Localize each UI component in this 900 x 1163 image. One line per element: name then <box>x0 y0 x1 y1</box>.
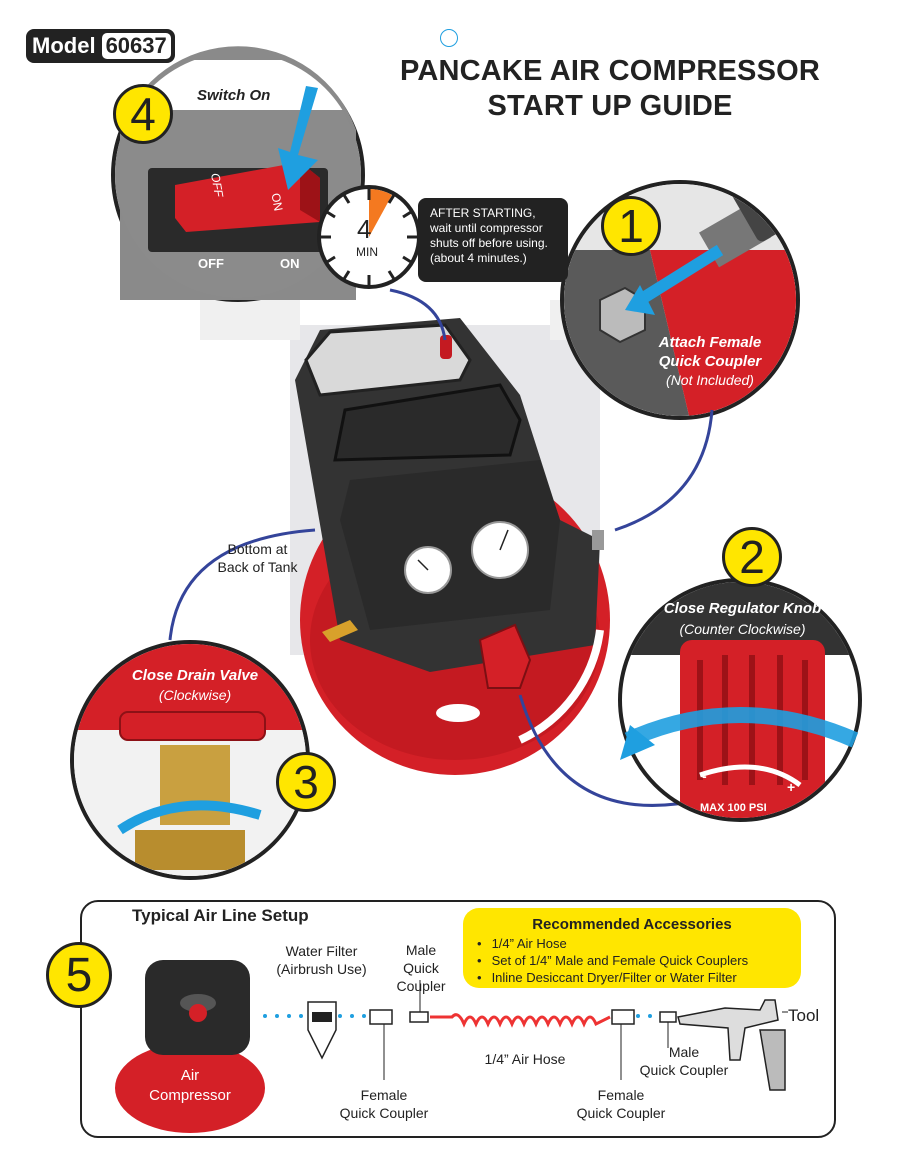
title-line-2: START UP GUIDE <box>487 90 733 122</box>
model-number: 60637 <box>101 33 171 59</box>
compressor-illustration <box>295 318 610 775</box>
step-1-sub: (Not Included) <box>666 372 754 388</box>
model-badge: Model 60637 <box>26 29 175 63</box>
step-4-caption: Switch On <box>197 87 271 104</box>
step-5-number: 5 <box>46 942 112 1008</box>
step-1-caption: Attach Female Quick Coupler <box>658 334 762 370</box>
accessories-list: 1/4” Air Hose Set of 1/4” Male and Femal… <box>477 935 801 986</box>
accessory-item: Inline Desiccant Dryer/Filter or Water F… <box>477 969 801 986</box>
regulator-minus: - <box>702 768 707 784</box>
accessory-item: Set of 1/4” Male and Female Quick Couple… <box>477 952 801 969</box>
timer-unit: MIN <box>356 245 378 259</box>
timer-value: 4 <box>357 214 372 244</box>
female-coupler-1-label: Female Quick Coupler <box>339 1087 429 1121</box>
startup-note: AFTER STARTING, wait until compressor sh… <box>418 198 568 282</box>
switch-on-label: ON <box>280 256 300 271</box>
max-psi-label: MAX 100 PSI <box>700 802 767 814</box>
step-1-number: 1 <box>601 196 661 256</box>
page-title: PANCAKE AIR COMPRESSOR START UP GUIDE <box>360 55 860 123</box>
regulator-illustration <box>618 578 862 822</box>
step-2-sub: (Counter Clockwise) <box>679 621 806 637</box>
main-illustration <box>70 46 862 880</box>
air-line-heading: Typical Air Line Setup <box>132 906 309 925</box>
switch-off-label: OFF <box>198 256 224 271</box>
step-3-caption: Close Drain Valve <box>131 667 259 684</box>
water-filter-label: Water Filter (Airbrush Use) <box>276 943 367 977</box>
bottom-of-tank-label: Bottom at Back of Tank <box>217 541 298 575</box>
tool-label: Tool <box>788 1006 820 1025</box>
registration-circle <box>440 29 458 47</box>
male-coupler-1-label: Male Quick Coupler <box>396 942 446 994</box>
accessory-item: 1/4” Air Hose <box>477 935 801 952</box>
rocker-on-text: ON <box>268 191 286 213</box>
male-coupler-2-label: Male Quick Coupler <box>639 1044 729 1078</box>
compressor-label: Air Compressor <box>149 1067 231 1104</box>
accessories-title: Recommended Accessories <box>532 916 732 933</box>
model-label: Model <box>32 33 96 58</box>
step-4-number: 4 <box>113 84 173 144</box>
title-line-1: PANCAKE AIR COMPRESSOR <box>399 55 821 87</box>
step-3-number: 3 <box>276 752 336 812</box>
female-coupler-2-label: Female Quick Coupler <box>576 1087 666 1121</box>
accessories-box: Recommended Accessories 1/4” Air Hose Se… <box>463 908 801 988</box>
step-2-caption: Close Regulator Knob <box>663 600 822 617</box>
step-2-number: 2 <box>722 527 782 587</box>
step-3-sub: (Clockwise) <box>158 687 232 703</box>
switch-illustration <box>111 46 365 302</box>
air-line-diagram <box>115 960 788 1133</box>
regulator-plus: + <box>787 779 796 795</box>
air-line-panel <box>80 900 836 1138</box>
hose-label: 1/4” Air Hose <box>484 1051 566 1067</box>
